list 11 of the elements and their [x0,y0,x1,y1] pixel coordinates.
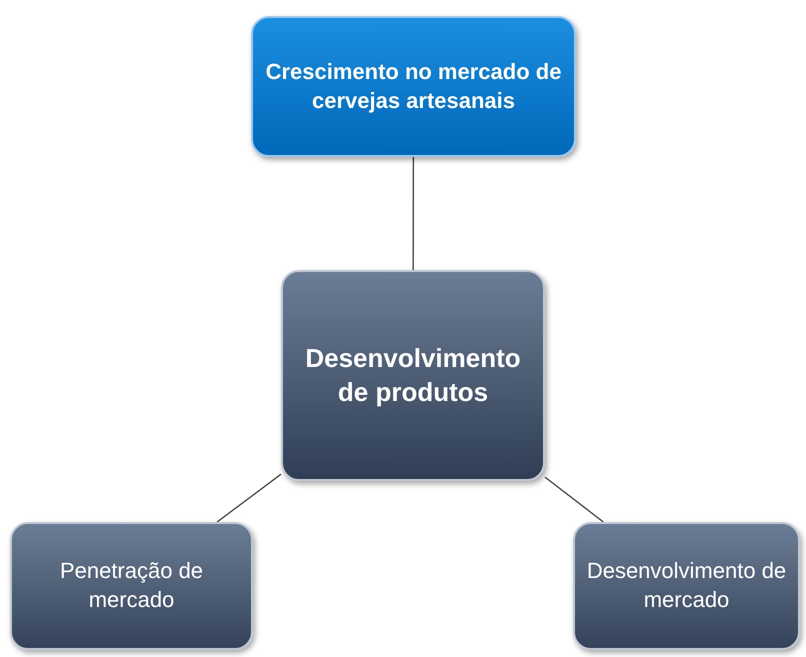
connector-line [412,157,414,270]
rounded-box [10,522,253,650]
box-label: Desenvolvimento de produtos [304,342,522,408]
box-label: Crescimento no mercado de cervejas artesanais [264,58,562,115]
rounded-box [281,270,545,481]
connector-line [216,474,282,523]
rounded-box [573,522,800,650]
connector-line [544,476,604,523]
rounded-box [251,16,576,157]
box-label: Penetração de mercado [58,557,204,614]
box-label: Desenvolvimento de mercado [586,557,788,614]
